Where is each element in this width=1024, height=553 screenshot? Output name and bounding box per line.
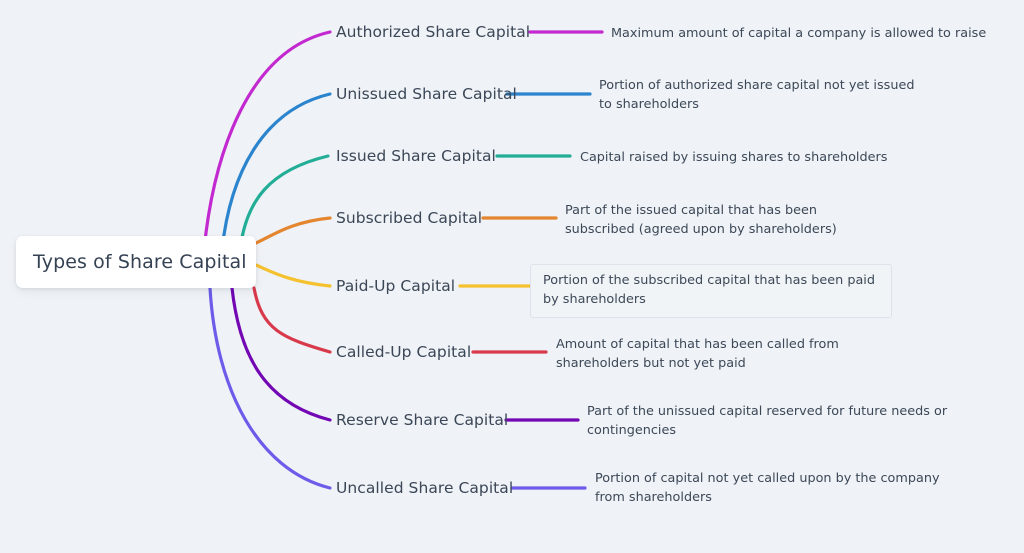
- root-node[interactable]: Types of Share Capital: [16, 236, 256, 288]
- branch-curve-issued-share-capital: [238, 154, 330, 252]
- branch-label-issued-share-capital[interactable]: Issued Share Capital: [336, 147, 496, 165]
- branch-description-paid-up-capital[interactable]: Portion of the subscribed capital that h…: [530, 264, 892, 319]
- branch-label-uncalled-share-capital[interactable]: Uncalled Share Capital: [336, 479, 514, 497]
- branch-label-called-up-capital[interactable]: Called-Up Capital: [336, 343, 472, 361]
- branch-description-subscribed-capital[interactable]: Part of the issued capital that has been…: [565, 203, 837, 237]
- branch-curve-called-up-capital: [252, 286, 332, 354]
- branch-curves: [202, 30, 332, 490]
- branch-label-reserve-share-capital[interactable]: Reserve Share Capital: [336, 411, 509, 429]
- branch-description-reserve-share-capital[interactable]: Part of the unissued capital reserved fo…: [587, 404, 948, 438]
- branch-curve-authorized-share-capital: [202, 30, 332, 252]
- branch-label-unissued-share-capital[interactable]: Unissued Share Capital: [336, 85, 517, 103]
- branch-curve-subscribed-capital: [254, 216, 332, 245]
- branch-label-authorized-share-capital[interactable]: Authorized Share Capital: [336, 23, 531, 41]
- root-node-label: Types of Share Capital: [33, 251, 247, 273]
- branch-description-unissued-share-capital[interactable]: Portion of authorized share capital not …: [599, 78, 915, 112]
- branch-label-paid-up-capital[interactable]: Paid-Up Capital: [336, 277, 456, 295]
- description-stub-lines: [458, 30, 604, 490]
- branch-curve-reserve-share-capital: [230, 286, 332, 422]
- branch-description-called-up-capital[interactable]: Amount of capital that has been called f…: [556, 337, 839, 371]
- branch-curve-uncalled-share-capital: [208, 286, 332, 490]
- branch-description-authorized-share-capital[interactable]: Maximum amount of capital a company is a…: [611, 26, 987, 41]
- branch-description-uncalled-share-capital[interactable]: Portion of capital not yet called upon b…: [595, 471, 940, 505]
- branch-curve-unissued-share-capital: [220, 92, 332, 252]
- branch-curve-paid-up-capital: [254, 263, 332, 288]
- branch-label-subscribed-capital[interactable]: Subscribed Capital: [336, 209, 483, 227]
- branch-description-issued-share-capital[interactable]: Capital raised by issuing shares to shar…: [580, 150, 888, 165]
